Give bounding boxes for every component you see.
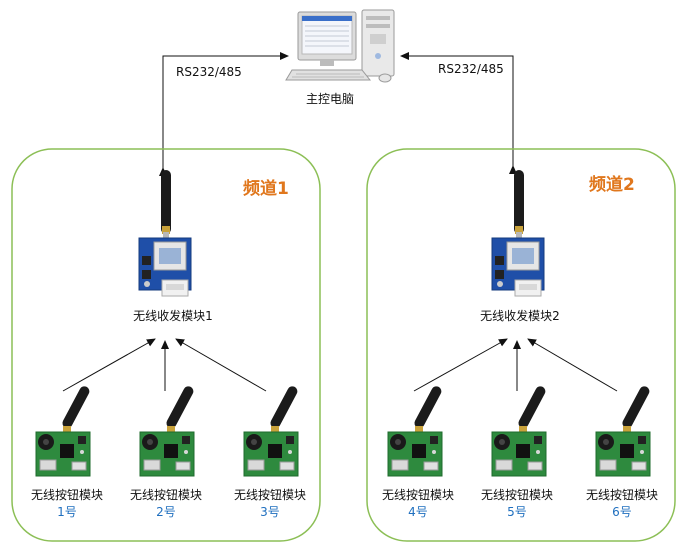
button-module-3-icon [243,384,300,477]
button-module-5-label: 无线按钮模块 [481,487,553,502]
link-right-connector [400,52,517,174]
button-module-5-icon [491,384,548,477]
button-module-6-number: 6号 [612,505,632,519]
button-module-4-number: 4号 [408,505,428,519]
button-module-2-label: 无线按钮模块 [130,487,202,502]
channel-2-group [366,148,676,542]
transceiver-1-icon [138,169,192,297]
button-module-6-icon [595,384,652,477]
button-module-5-number: 5号 [507,505,527,519]
button-module-1-number: 1号 [57,505,77,519]
button-module-2-icon [139,384,196,477]
button-module-1-label: 无线按钮模块 [31,487,103,502]
link-left-connector [159,52,289,176]
transceiver-2-icon [491,169,545,297]
link-left-label: RS232/485 [176,65,242,79]
button-module-3-number: 3号 [260,505,280,519]
channel-1-group [11,148,321,542]
arrow-btn1-to-transceiver-1 [62,338,156,392]
button-module-3-label: 无线按钮模块 [234,487,306,502]
transceiver-2-label: 无线收发模块2 [480,308,560,323]
button-module-4-label: 无线按钮模块 [382,487,454,502]
button-module-2-number: 2号 [156,505,176,519]
host-label: 主控电脑 [306,92,354,106]
arrow-btn4-to-transceiver-2 [413,338,508,392]
arrow-btn3-to-transceiver-1 [175,338,267,392]
button-module-6-label: 无线按钮模块 [586,487,658,502]
transceiver-1-label: 无线收发模块1 [133,308,213,323]
arrow-btn6-to-transceiver-2 [527,338,618,392]
button-module-4-icon [387,384,444,477]
link-right-label: RS232/485 [438,62,504,76]
host-computer-icon [285,9,395,83]
channel-1-title: 频道1 [243,178,289,199]
channel-2-title: 频道2 [589,174,635,195]
button-module-1-icon [35,384,92,477]
